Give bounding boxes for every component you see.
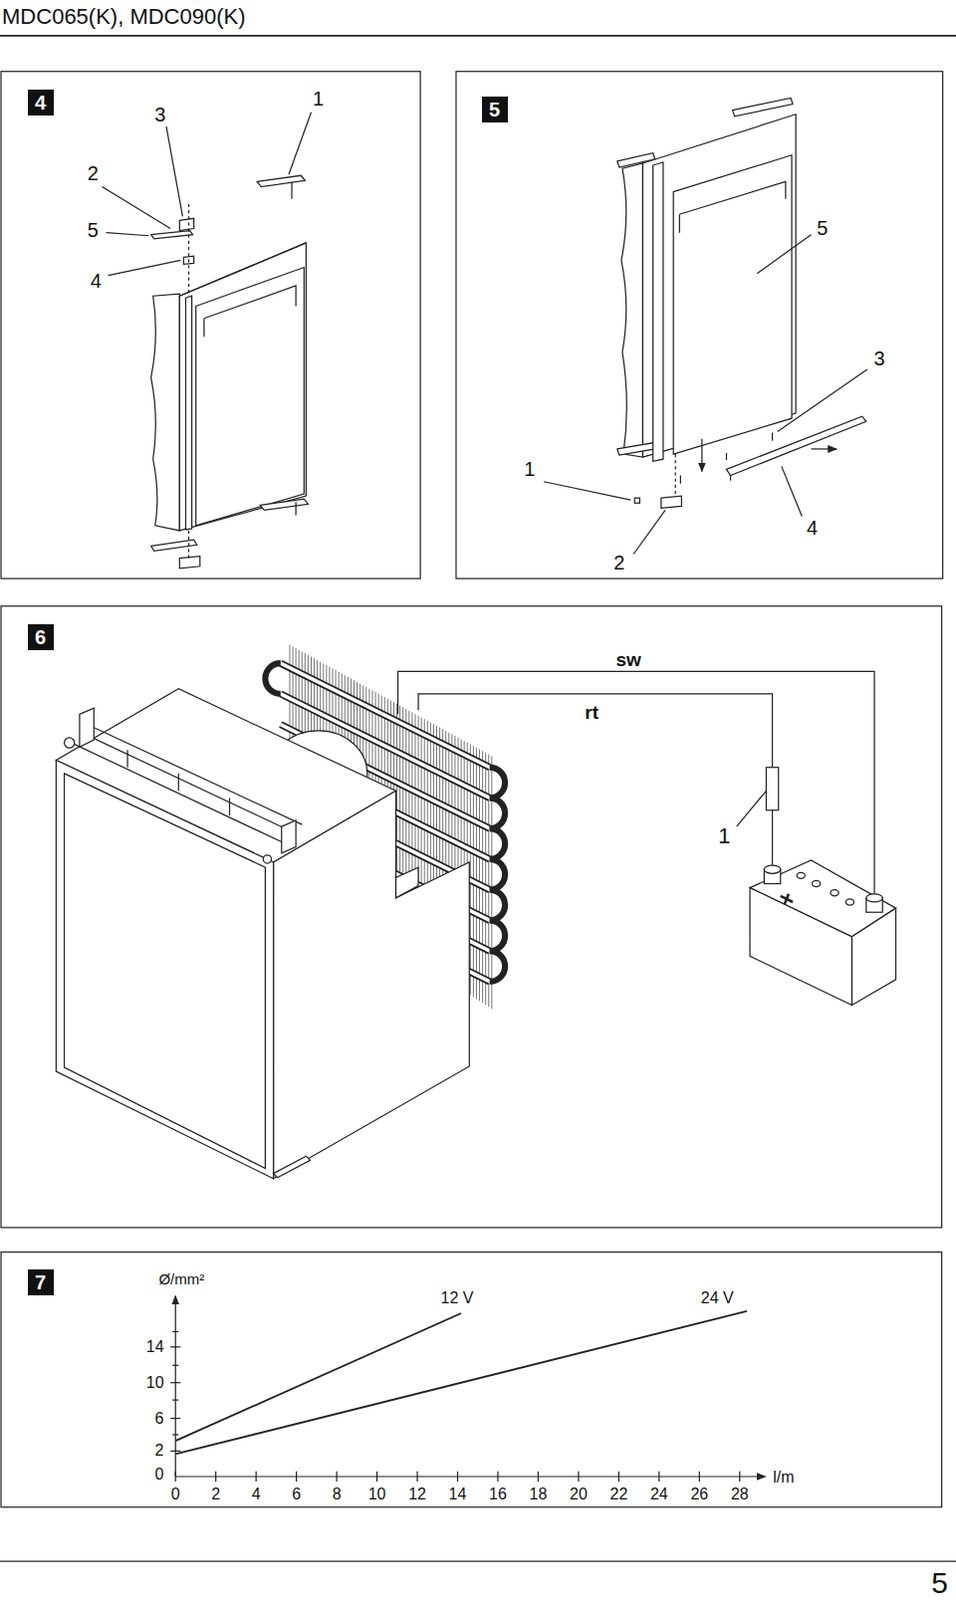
axis-title: l/m <box>771 1469 795 1486</box>
figure-panel <box>0 606 943 1228</box>
callout-number: 5 <box>815 218 829 239</box>
figure-number-badge: 5 <box>481 96 508 123</box>
axis-tick-label: 14 <box>448 1486 469 1503</box>
axis-tick-label: 8 <box>331 1486 343 1503</box>
fridge-unit-figure <box>55 689 470 1180</box>
page-title: MDC065(K), MDC090(K) <box>1 5 246 28</box>
axis-tick-label: 16 <box>487 1486 508 1503</box>
callout-number: 1 <box>522 459 536 479</box>
axis-tick-label: 10 <box>367 1486 388 1503</box>
axis-tick-label: 14 <box>145 1339 166 1356</box>
wire-black <box>398 671 875 896</box>
axis-tick-label: 6 <box>290 1486 302 1503</box>
axis-tick-label: 18 <box>528 1486 549 1503</box>
wire-red <box>418 694 773 768</box>
cable-chart <box>170 1296 765 1483</box>
axis-tick-label: 24 <box>649 1486 670 1503</box>
fridge-frame-figure <box>101 112 311 569</box>
figure-panel <box>456 71 944 579</box>
callout-number: 2 <box>612 552 626 573</box>
wire-colour-label: rt <box>583 703 600 722</box>
figure-number: 6 <box>34 627 46 648</box>
callout-number: 5 <box>86 220 100 240</box>
battery-symbol <box>749 860 897 1006</box>
axis-tick-label: 12 <box>407 1486 428 1503</box>
callout-number: 2 <box>86 163 100 184</box>
figure-number: 5 <box>488 99 500 120</box>
figure-number-badge: 7 <box>27 1269 54 1296</box>
axis-tick-label: 0 <box>170 1486 182 1503</box>
callout-number: 3 <box>873 348 887 369</box>
callout-number: 1 <box>717 825 731 848</box>
figure-number: 7 <box>34 1272 46 1293</box>
figure-panel <box>0 71 421 579</box>
axis-tick-label: 4 <box>250 1486 262 1503</box>
page-number: 5 <box>930 1568 950 1599</box>
axis-tick-label: 2 <box>210 1486 222 1503</box>
footer-rule <box>0 1560 956 1562</box>
figure-number-badge: 4 <box>27 89 54 116</box>
axis-tick-label: 20 <box>568 1486 589 1503</box>
callout-number: 4 <box>89 270 103 291</box>
callout-number: 4 <box>805 517 819 538</box>
wire-colour-label: sw <box>614 650 642 670</box>
figure-number: 4 <box>34 92 46 113</box>
figure-panel <box>0 1252 943 1508</box>
callout-number: 1 <box>311 88 325 109</box>
header-rule <box>0 34 956 37</box>
axis-tick-label: 28 <box>729 1486 750 1503</box>
series-label: 24 V <box>700 1290 735 1307</box>
leader-line <box>736 790 767 827</box>
axis-tick-label: 10 <box>145 1375 166 1392</box>
axis-tick-label: 26 <box>689 1486 710 1503</box>
axis-tick-label: 6 <box>153 1411 165 1428</box>
series-label: 12 V <box>440 1290 476 1307</box>
axis-tick-label: 0 <box>153 1466 165 1483</box>
axis-title: Ø/mm² <box>157 1271 206 1287</box>
fridge-door-figure <box>543 97 868 554</box>
axis-tick-label: 2 <box>153 1442 165 1459</box>
callout-number: 3 <box>153 104 167 125</box>
wire-red <box>771 810 773 868</box>
fuse-symbol <box>765 767 778 811</box>
axis-tick-label: 22 <box>608 1486 629 1503</box>
figure-number-badge: 6 <box>27 624 54 651</box>
